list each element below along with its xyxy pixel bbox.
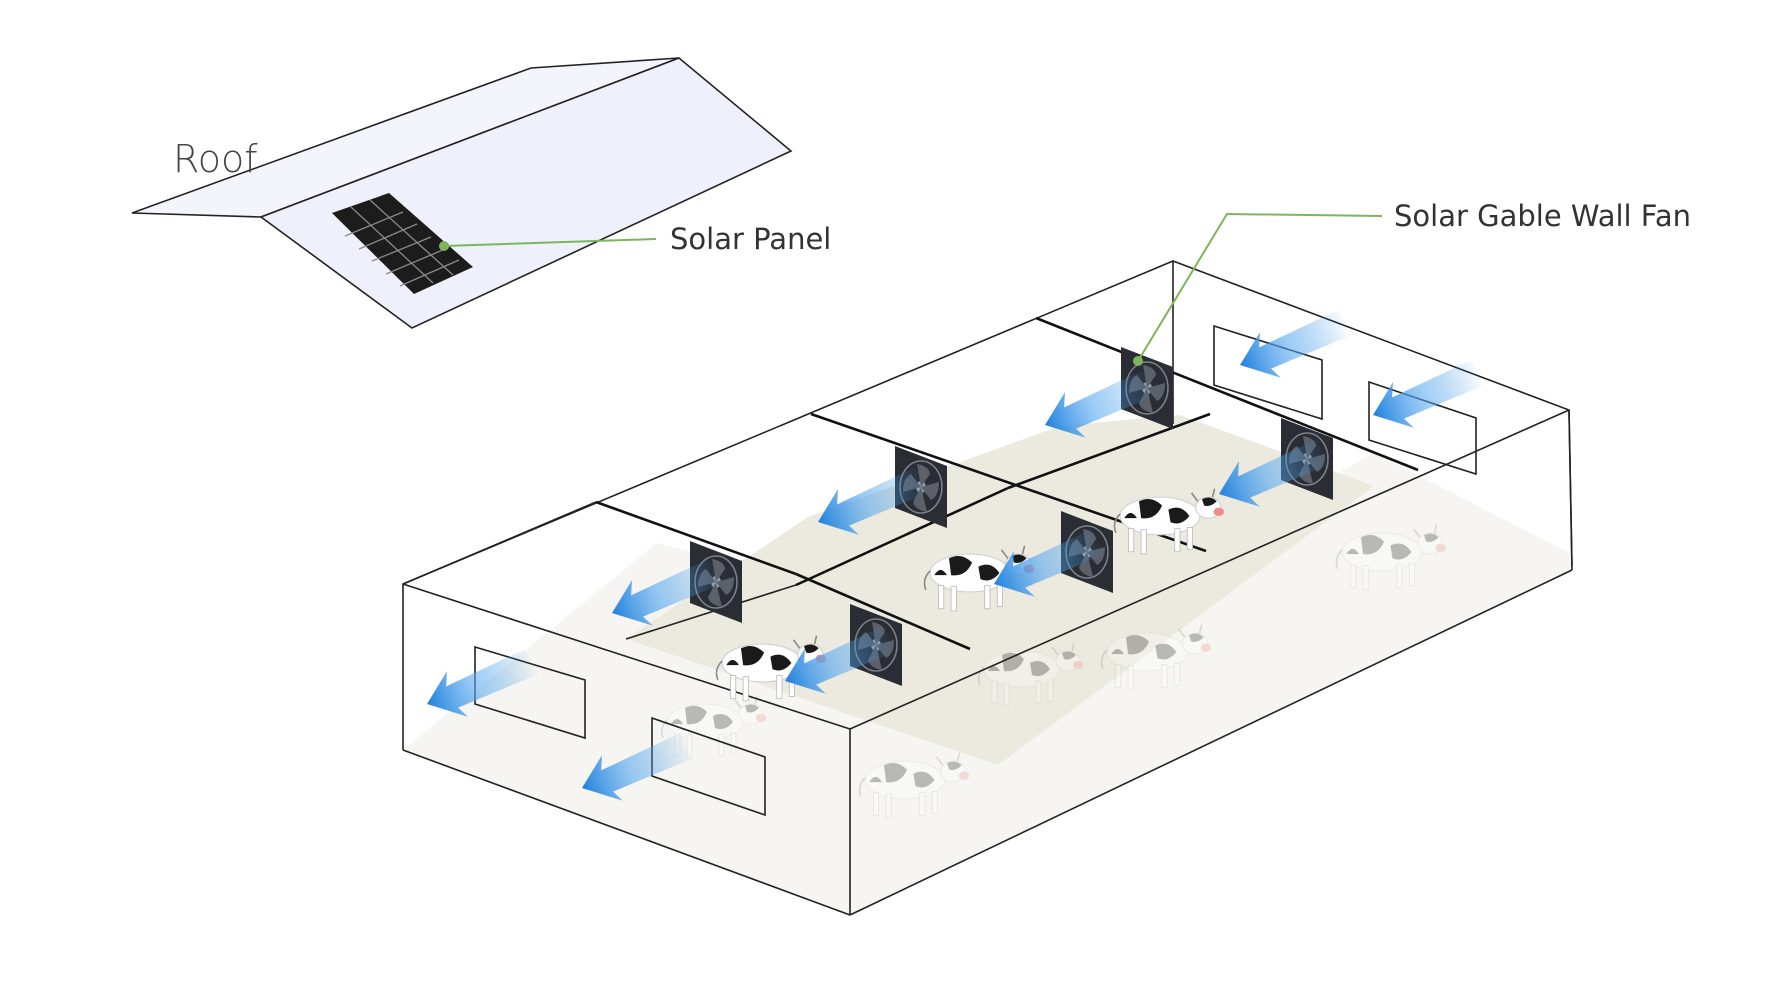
solar-panel-icon xyxy=(332,193,473,294)
solar-panel-leader-line xyxy=(443,238,657,247)
barn-left-bottom xyxy=(402,749,851,916)
airflow-arrow-icon xyxy=(1364,352,1491,440)
partition-wall-1 xyxy=(595,500,797,576)
solar-gable-wall-fan-callout: Solar Gable Wall Fan xyxy=(1133,199,1691,366)
partition-wall-3 xyxy=(1035,316,1419,472)
barn-front-left-top xyxy=(402,583,851,730)
partition-cross-3 xyxy=(625,584,797,640)
barn xyxy=(402,260,1573,916)
solar-gable-wall-fan-label: Solar Gable Wall Fan xyxy=(1394,199,1691,233)
roof: Roof xyxy=(131,57,793,329)
roof-label: Roof xyxy=(173,137,258,181)
fan-leader-line xyxy=(1137,212,1383,362)
solar-panel-callout: Solar Panel xyxy=(439,222,831,256)
solar-panel-label: Solar Panel xyxy=(670,222,831,256)
barn-front-bottom xyxy=(849,569,1573,916)
airflow-arrow-icon xyxy=(1231,302,1358,390)
barn-front-top xyxy=(849,409,1570,730)
window-right-2 xyxy=(1368,380,1477,476)
barn-right-vertical xyxy=(1568,409,1573,571)
partition-floor-line-1 xyxy=(795,572,971,651)
partition-cross-1 xyxy=(795,486,1009,587)
partition-cross-2 xyxy=(1007,412,1211,490)
